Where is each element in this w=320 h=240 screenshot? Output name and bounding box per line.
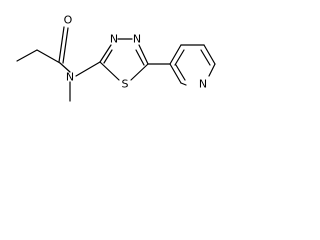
pyridine-bond-3 [203, 44, 216, 65]
pyridine-bond-5 [180, 82, 187, 86]
bond-carbonyl-oxygen-b [62, 27, 69, 64]
atom-ring-nitrogen-3: N [110, 33, 118, 46]
atom-amide-nitrogen: N [66, 71, 74, 84]
pyridine-bond-6 [169, 63, 182, 84]
atom-ring-nitrogen-4: N [133, 33, 141, 46]
ring-bond-s1-c2 [99, 61, 120, 81]
bond-nitrogen-thiadiazole [75, 61, 101, 77]
chemical-structure-canvas: O N N N S N [0, 0, 231, 136]
bond-ch3-ch2 [16, 49, 38, 62]
bond-carbonyl-oxygen-a [58, 26, 65, 63]
pyridine-bond-3-inner [200, 49, 211, 66]
ring-bond-c5-s1 [130, 63, 149, 81]
bond-carbonyl-nitrogen [59, 62, 71, 73]
ring-bond-n4-c5-inner [135, 49, 145, 66]
pyridine-bond-4 [208, 63, 216, 77]
pyridine-bond-1-inner [174, 49, 185, 66]
bond-ch2-carbonyl [36, 49, 61, 64]
ring-bond-c2-n3 [99, 44, 112, 63]
pyridine-bond-6-inner [175, 64, 186, 81]
pyridine-bond-1 [169, 44, 182, 65]
atom-oxygen: O [64, 14, 73, 27]
atom-ring-sulfur: S [122, 78, 129, 91]
chemical-structure: O N N N S N [16, 14, 216, 102]
ring-bond-n4-c5 [138, 44, 149, 65]
atom-pyridine-nitrogen: N [199, 78, 207, 91]
ring-bond-c2-n3-inner [103, 49, 113, 64]
